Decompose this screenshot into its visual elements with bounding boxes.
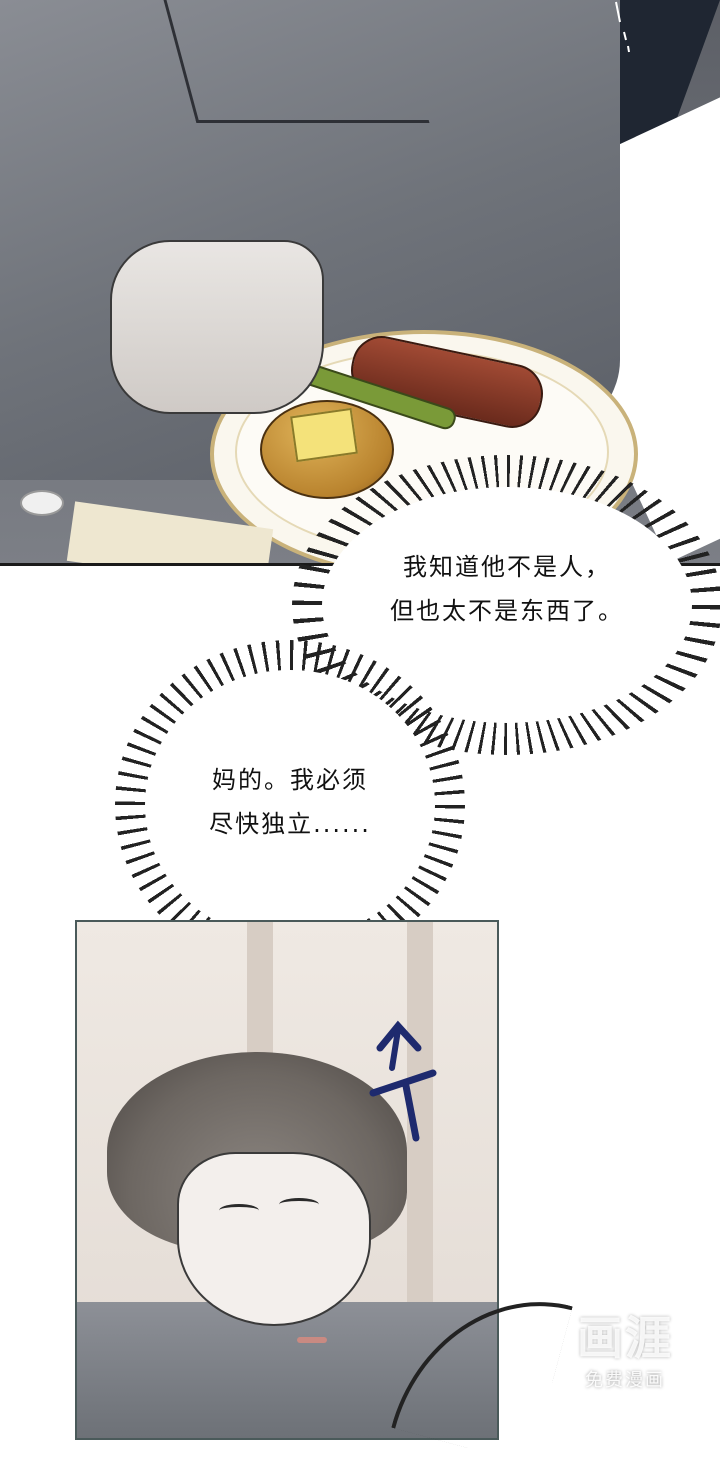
sfx-dashes <box>615 1 630 53</box>
butter-pat <box>290 407 358 463</box>
shirt-collar <box>163 0 430 123</box>
comic-panel-dining <box>0 0 720 566</box>
character-hand <box>110 240 324 414</box>
bubble-text: 我知道他不是人， 但也太不是东西了。 <box>322 545 692 633</box>
bubble-2-line-1: 妈的。我必须 <box>212 766 368 794</box>
watermark: 画涯 免费漫画 <box>560 1310 690 1420</box>
right-eye <box>279 1198 319 1211</box>
watermark-logo: 画涯 <box>577 1311 673 1365</box>
character-mouth <box>297 1337 327 1343</box>
spoon <box>20 490 64 516</box>
bubble-1-line-2: 但也太不是东西了。 <box>390 597 624 625</box>
bubble-fill <box>145 670 435 940</box>
thought-bubble-2: 妈的。我必须 尽快独立...... <box>115 640 465 970</box>
left-eye <box>219 1204 259 1217</box>
comic-panel-portrait <box>75 920 499 1440</box>
character-face <box>177 1152 371 1326</box>
bubble-2-line-2: 尽快独立...... <box>209 810 371 838</box>
bubble-1-line-1: 我知道他不是人， <box>403 553 611 581</box>
sfx-swish-mark <box>369 1020 437 1142</box>
bubble-text: 妈的。我必须 尽快独立...... <box>145 758 435 846</box>
watermark-subtitle: 免费漫画 <box>585 1370 665 1391</box>
